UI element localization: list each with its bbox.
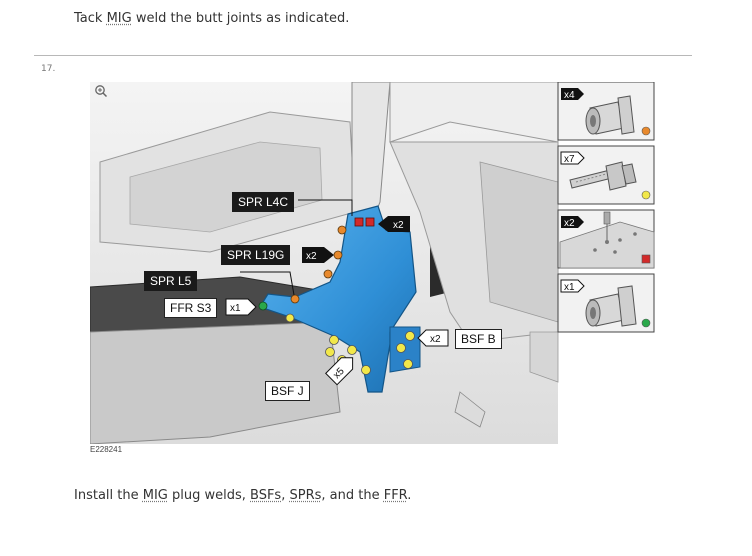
footer-instruction: Install the MIG plug welds, BSFs, SPRs, … — [74, 488, 411, 503]
qty-ffr-s3: x1 — [230, 303, 241, 314]
abbr-mig[interactable]: MIG — [106, 11, 132, 26]
legend-qty-ffr: x1 — [564, 282, 575, 293]
abbr-bsfs[interactable]: BSFs — [250, 488, 282, 503]
figure-id: E228241 — [90, 445, 123, 454]
roof-rail — [389, 82, 559, 143]
step-number: 17. — [41, 64, 56, 74]
plug-weld-markers — [354, 217, 375, 227]
light-arrow-x1-ffr: x1 — [225, 298, 257, 316]
legend-row-plug-weld: x2 — [557, 209, 655, 269]
fastener-legend: x4 x7 x2 — [557, 82, 655, 333]
callout-spr-l5: SPR L5 — [144, 271, 198, 291]
callout-bsf-j: BSF J — [265, 381, 310, 401]
divider — [34, 55, 692, 56]
zoom-in-icon[interactable] — [94, 84, 108, 98]
plug-weld-icon — [593, 211, 637, 254]
footer-text-1: Install the — [74, 488, 143, 503]
footer-text-2: plug welds, — [167, 488, 251, 503]
legend-qty-spr: x4 — [564, 90, 575, 101]
dark-arrow-x2-l4c: x2 — [378, 216, 410, 232]
qty-spr-l4c: x2 — [393, 220, 404, 231]
blind-stud-fastener-icon — [569, 161, 637, 191]
lower-sill — [90, 321, 341, 444]
abbr-ffr[interactable]: FFR — [383, 488, 408, 503]
ffr-marker — [258, 301, 268, 311]
flow-form-rivet-icon — [585, 285, 637, 327]
legend-qty-plug-weld: x2 — [564, 218, 575, 229]
footer-text-4: , and the — [321, 488, 384, 503]
header-instruction-suffix: weld the butt joints as indicated. — [131, 11, 350, 26]
repair-illustration: x2 x2 x1 x2 x5 x4 — [90, 82, 655, 444]
header-instruction-prefix: Tack — [74, 11, 107, 26]
legend-qty-bsf: x7 — [564, 154, 575, 165]
footer-text-3: , — [281, 488, 290, 503]
wheelhouse-inner — [479, 161, 559, 323]
callout-bsf-b: BSF B — [455, 329, 502, 349]
light-arrow-x5-bsf-j: x5 — [325, 357, 354, 386]
abbr-sprs[interactable]: SPRs — [289, 488, 322, 503]
spr-markers — [290, 225, 347, 304]
qty-spr-l19g: x2 — [306, 251, 317, 262]
self-pierce-rivet-icon — [585, 95, 635, 135]
callout-spr-l19g: SPR L19G — [221, 245, 291, 265]
light-arrow-x2-bsf-b: x2 — [417, 329, 449, 347]
callout-ffr-s3: FFR S3 — [164, 298, 218, 318]
dark-arrow-x2-l19g: x2 — [302, 247, 334, 263]
small-tab — [454, 391, 486, 428]
rear-bracket — [529, 331, 559, 383]
qty-bsf-b: x2 — [430, 334, 441, 345]
legend-row-spr: x4 — [557, 82, 655, 141]
abbr-mig-footer[interactable]: MIG — [142, 488, 168, 503]
legend-row-bsf: x7 — [557, 145, 655, 205]
footer-text-5: . — [407, 488, 412, 503]
callout-spr-l4c: SPR L4C — [232, 192, 295, 212]
header-instruction: Tack MIG weld the butt joints as indicat… — [74, 11, 349, 26]
legend-row-ffr: x1 — [557, 273, 655, 333]
leader-lines — [240, 199, 353, 296]
